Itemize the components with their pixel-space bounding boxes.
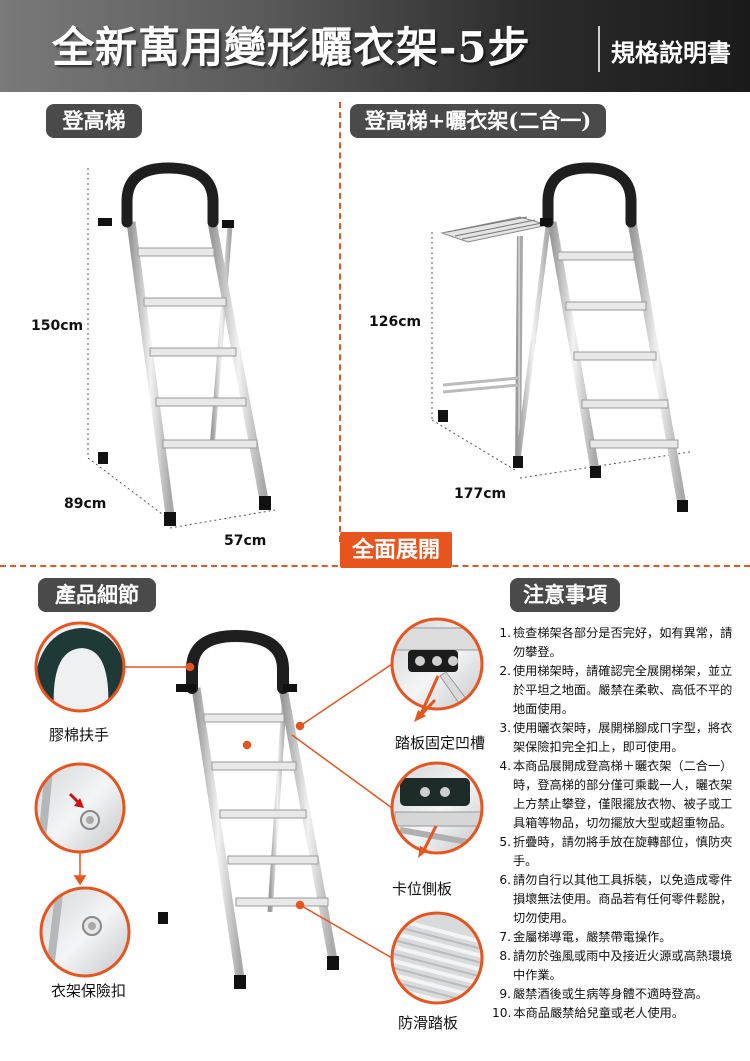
list-item: 5.折疊時，請勿將手放在旋轉部位，慎防夾手。 xyxy=(499,835,733,868)
ladder-height-label: 150cm xyxy=(31,318,84,334)
detail-buckle-image xyxy=(34,762,126,854)
page-title: 全新萬用變形曬衣架-5步 xyxy=(52,23,531,72)
ladder-illustration xyxy=(87,162,276,529)
list-item: 3.使用曬衣架時，展開梯腳成ㄇ字型，將衣架保險扣完全扣上，即可使用。 xyxy=(499,721,733,754)
section-label-combo: 登高梯+曬衣架(二合一) xyxy=(350,104,606,138)
page-subtitle: 規格說明書 xyxy=(611,39,731,67)
list-item: 1.檢查梯架各部分是否完好，如有異常，請勿攀登。 xyxy=(499,626,733,659)
detail-label-safety-buckle: 衣架保險扣 xyxy=(51,982,127,1000)
ladder-width-label: 57cm xyxy=(224,533,267,549)
detail-handle-image xyxy=(34,621,126,713)
list-item: 4.本商品展開成登高梯＋曬衣架（二合一）時，登高梯的部分僅可乘載一人，曬衣架上方… xyxy=(499,759,733,830)
header-banner: 全新萬用變形曬衣架-5步 規格說明書 xyxy=(0,0,750,92)
horizontal-divider xyxy=(0,565,750,567)
notes-list: 1.檢查梯架各部分是否完好，如有異常，請勿攀登。 2.使用梯架時，請確認完全展開… xyxy=(492,624,744,1023)
detail-clip-side-image xyxy=(390,761,484,858)
section-label-expand: 全面展開 xyxy=(340,532,452,568)
list-item: 8.請勿於強風或雨中及接近火源或高熱環境中作業。 xyxy=(499,949,733,982)
detail-ladder-illustration xyxy=(158,629,339,989)
detail-label-clip-side: 卡位側板 xyxy=(392,880,453,898)
list-item: 10.本商品嚴禁給兒童或老人使用。 xyxy=(492,1006,685,1020)
vertical-divider xyxy=(339,102,341,542)
ladder-depth-label: 89cm xyxy=(64,496,107,512)
list-item: 2.使用梯架時，請確認完全展開梯架，並立於平坦之地面。嚴禁在柔軟、高低不平的地面… xyxy=(499,664,733,716)
detail-label-tread-groove: 踏板固定凹槽 xyxy=(395,734,486,752)
section-label-ladder: 登高梯 xyxy=(46,104,142,138)
detail-buckle-closeup-image xyxy=(39,886,131,978)
detail-label-handle: 膠棉扶手 xyxy=(49,726,110,744)
header-divider xyxy=(598,26,600,72)
combo-height-label: 126cm xyxy=(369,314,422,330)
detail-tread-groove-image xyxy=(390,617,484,722)
list-item: 9.嚴禁酒後或生病等身體不適時登高。 xyxy=(499,987,708,1001)
callout-connectors xyxy=(73,662,393,959)
combo-illustration xyxy=(431,162,691,512)
detail-anti-slip-image xyxy=(390,911,484,1005)
detail-label-anti-slip: 防滑踏板 xyxy=(398,1014,459,1032)
section-label-notes: 注意事項 xyxy=(510,578,620,612)
section-label-details: 產品細節 xyxy=(38,578,156,612)
list-item: 6.請勿自行以其他工具拆裝，以免造成零件損壞無法使用。商品若有任何零件鬆脫，切勿… xyxy=(499,873,733,925)
list-item: 7.金屬梯導電，嚴禁帶電操作。 xyxy=(499,930,672,944)
combo-length-label: 177cm xyxy=(454,486,507,502)
